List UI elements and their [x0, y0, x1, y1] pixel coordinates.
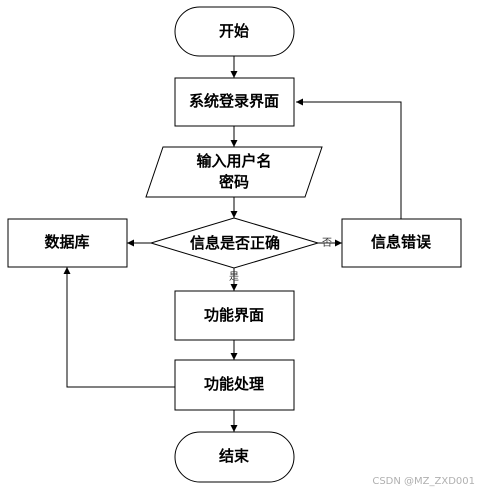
end-label: 结束: [219, 447, 250, 465]
function-process-label: 功能处理: [204, 375, 264, 393]
connectors: [63, 56, 402, 432]
start-label: 开始: [219, 22, 249, 40]
login-screen-node: 系统登录界面: [174, 77, 295, 127]
check-decision-node: 信息是否正确: [149, 217, 320, 269]
error-node: 信息错误: [341, 218, 462, 268]
watermark: CSDN @MZ_ZXD001: [372, 476, 475, 487]
start-node: 开始: [174, 6, 295, 57]
end-node: 结束: [174, 431, 295, 483]
error-label: 信息错误: [371, 233, 432, 251]
login-screen-label: 系统登录界面: [189, 92, 279, 110]
function-screen-node: 功能界面: [174, 290, 295, 341]
no-label: 否: [322, 237, 332, 249]
check-label: 信息是否正确: [190, 234, 280, 252]
edge-error-to-login: [296, 98, 402, 219]
function-process-node: 功能处理: [174, 359, 295, 411]
function-screen-label: 功能界面: [204, 306, 264, 324]
input-credentials-node: 输入用户名 密码: [145, 146, 323, 198]
input-label-line1: 输入用户名: [196, 152, 271, 170]
yes-label: 是: [229, 271, 239, 283]
input-label-line2: 密码: [219, 173, 249, 191]
database-node: 数据库: [7, 218, 128, 268]
edge-process-to-database: [63, 267, 175, 388]
database-label: 数据库: [44, 233, 89, 251]
